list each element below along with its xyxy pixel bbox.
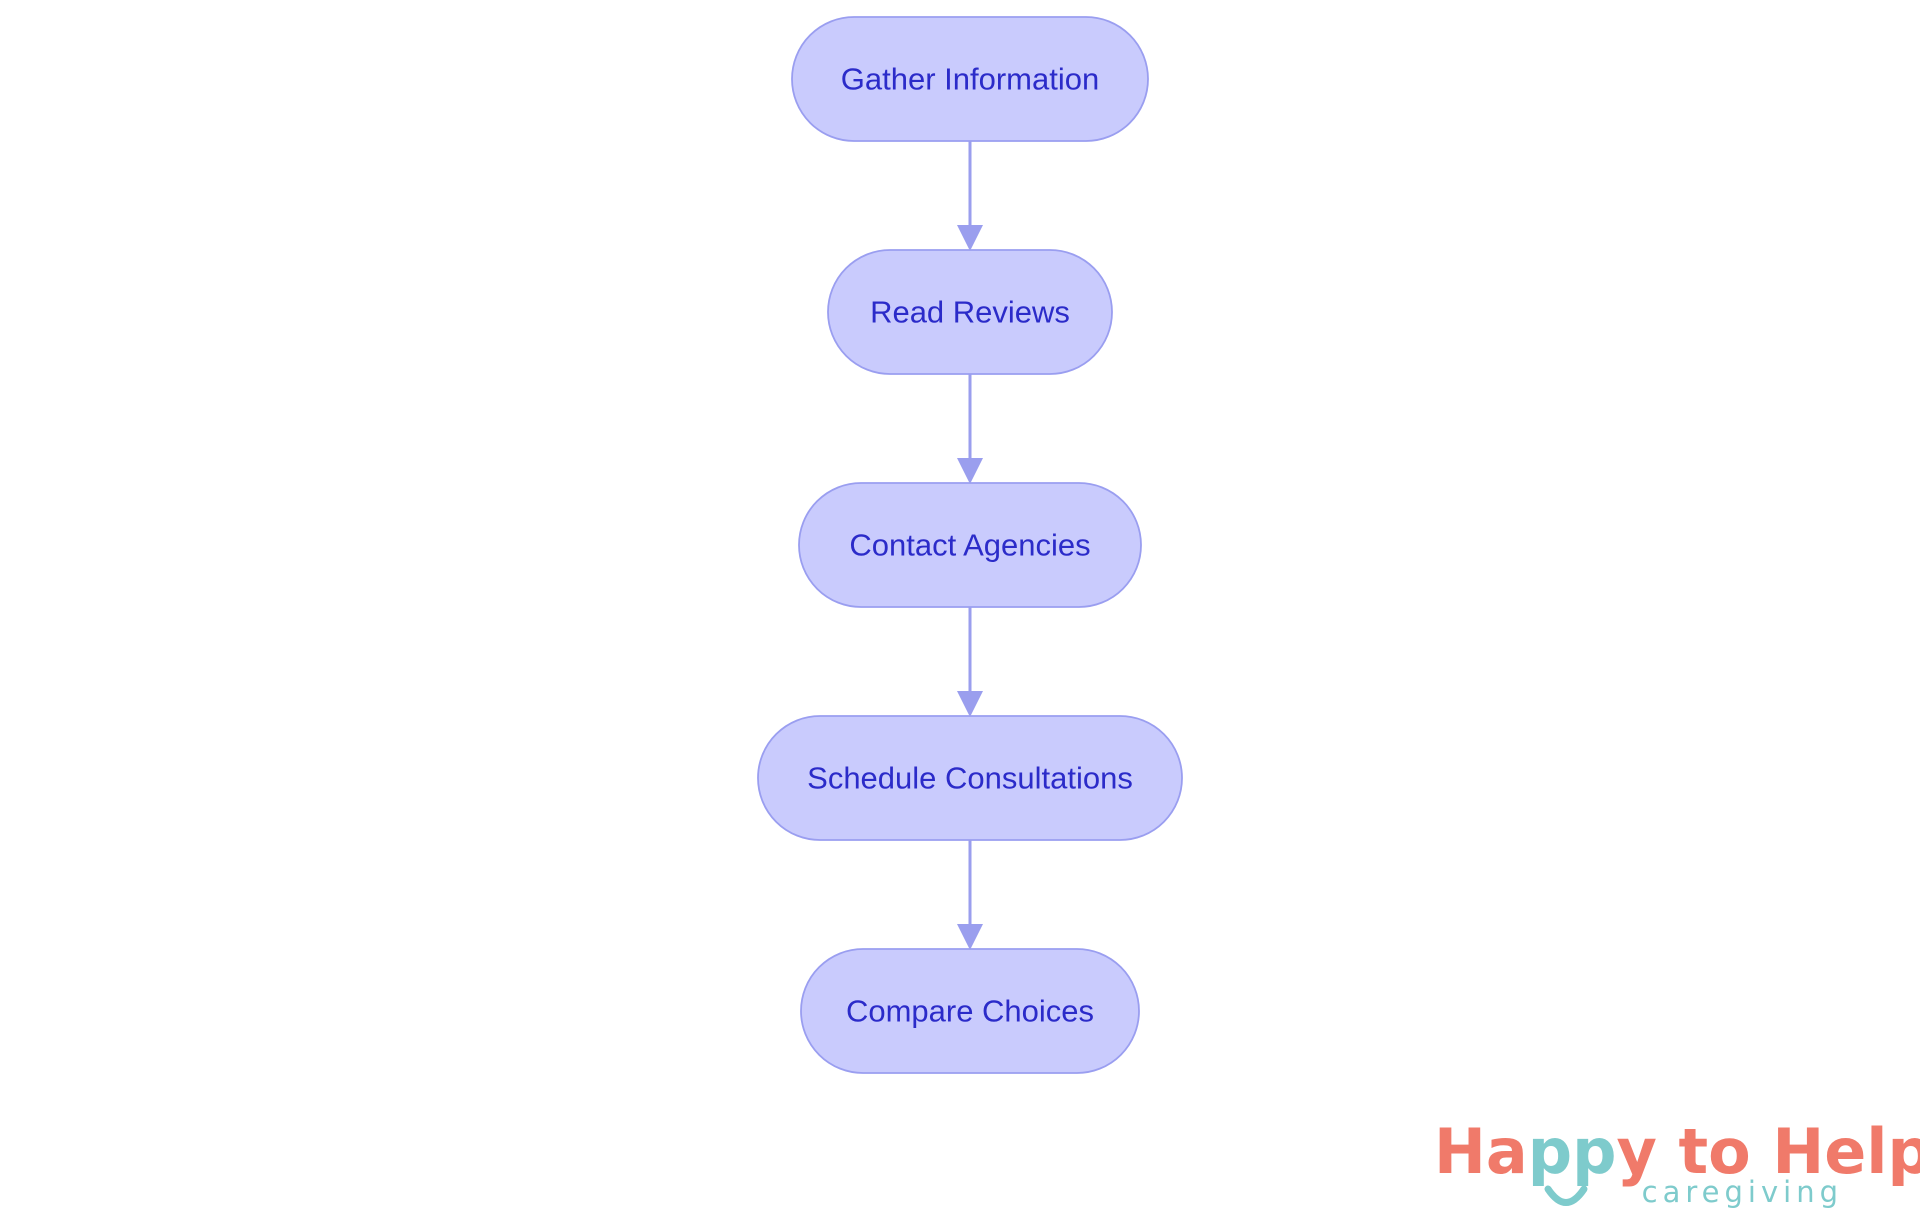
arrowhead-icon [957, 691, 983, 717]
node-contact-agencies: Contact Agencies [798, 482, 1142, 608]
logo-wordmark: Happy to Help [1434, 1115, 1920, 1188]
node-gather-information: Gather Information [791, 16, 1149, 142]
node-read-reviews: Read Reviews [827, 249, 1113, 375]
node-label: Contact Agencies [849, 528, 1090, 563]
node-label: Read Reviews [870, 295, 1070, 330]
node-schedule-consultations: Schedule Consultations [757, 715, 1183, 841]
edge-contact-to-schedule [957, 607, 983, 717]
node-compare-choices: Compare Choices [800, 948, 1140, 1074]
arrowhead-icon [957, 225, 983, 251]
edge-gather-to-reviews [957, 141, 983, 251]
edge-schedule-to-compare [957, 840, 983, 950]
happy-to-help-logo: Happy to Help caregiving [1434, 1115, 1920, 1209]
logo-tagline: caregiving [1642, 1175, 1843, 1209]
edge-reviews-to-contact [957, 374, 983, 484]
smile-icon [1544, 1185, 1588, 1206]
edges [957, 141, 983, 950]
node-label: Compare Choices [846, 994, 1094, 1029]
arrowhead-icon [957, 458, 983, 484]
node-label: Gather Information [841, 62, 1099, 97]
node-label: Schedule Consultations [807, 761, 1133, 796]
arrowhead-icon [957, 924, 983, 950]
